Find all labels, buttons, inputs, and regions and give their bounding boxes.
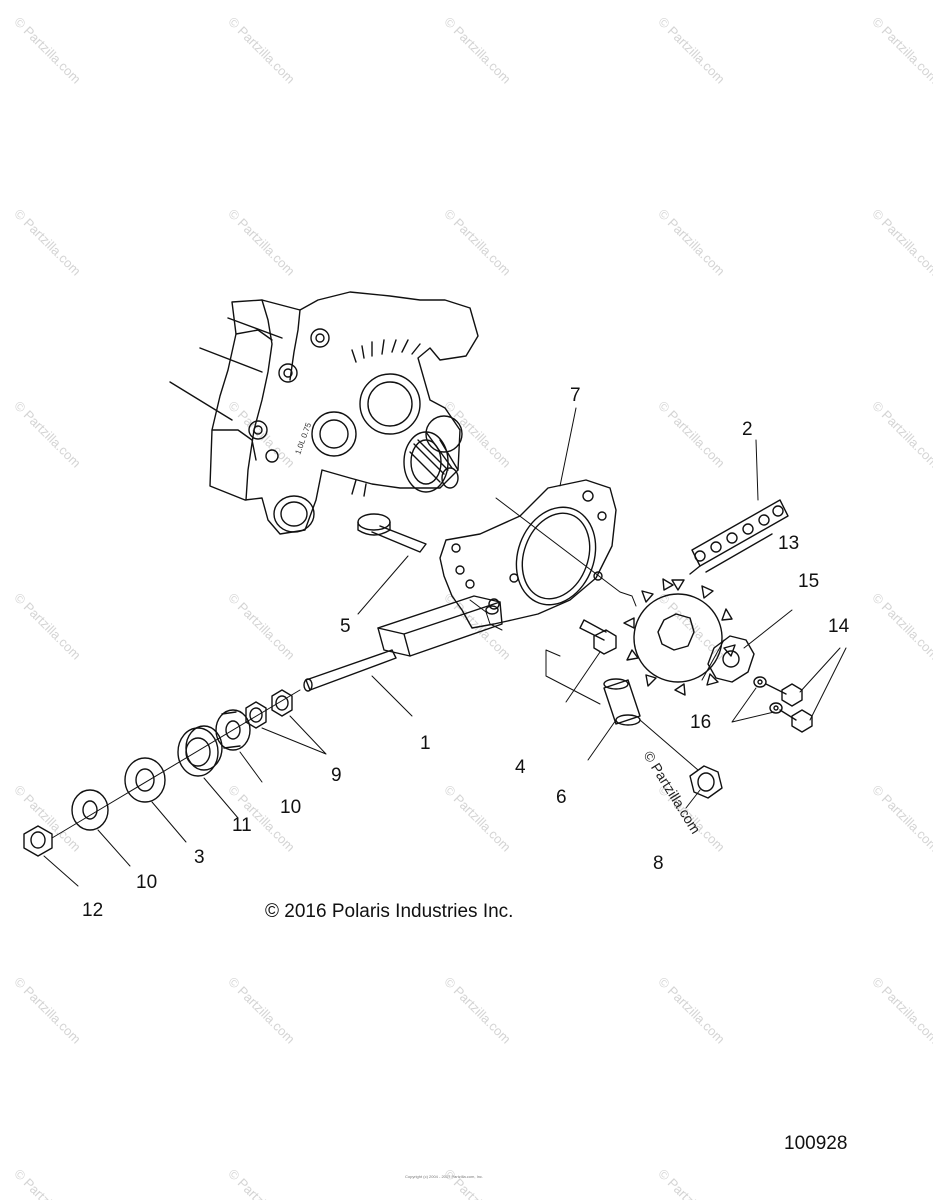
callout-3: 3 — [194, 847, 205, 868]
bolts-14-washers-16 — [753, 676, 813, 733]
callout-12: 12 — [82, 900, 104, 921]
callout-10-upper: 10 — [280, 797, 302, 818]
callout-16: 16 — [690, 712, 712, 733]
callout-1: 1 — [420, 733, 431, 754]
leader-lines — [43, 407, 847, 887]
callout-13: 13 — [778, 533, 800, 554]
tension-arm — [303, 595, 503, 692]
drive-chain — [689, 499, 789, 575]
callout-7: 7 — [570, 385, 581, 406]
svg-text:1.0L 0.75: 1.0L 0.75 — [293, 421, 313, 456]
bolt-4 — [579, 619, 617, 655]
callout-11: 11 — [232, 815, 252, 836]
hardware-stack — [23, 689, 301, 857]
sprocket — [623, 578, 736, 696]
callout-4: 4 — [515, 757, 526, 778]
callout-6: 6 — [556, 787, 567, 808]
hub-plate — [707, 635, 755, 683]
footer-note: Copyright (c) 2004 - 2017 Partzilla.com,… — [405, 1174, 484, 1179]
callout-5: 5 — [340, 616, 351, 637]
nut-8 — [689, 765, 723, 799]
callout-9: 9 — [331, 765, 342, 786]
callout-2: 2 — [742, 419, 753, 440]
callout-14: 14 — [828, 616, 850, 637]
drawing-number: 100928 — [784, 1133, 848, 1154]
engine-case: 1.0L 0.75 — [169, 291, 479, 535]
callout-10-lower: 10 — [136, 872, 158, 893]
spacer-6 — [603, 678, 641, 726]
callout-15: 15 — [798, 571, 820, 592]
copyright-notice: © 2016 Polaris Industries Inc. — [265, 901, 514, 922]
callout-8: 8 — [653, 853, 664, 874]
bolt-5 — [357, 513, 427, 553]
mounting-plate — [439, 479, 617, 629]
